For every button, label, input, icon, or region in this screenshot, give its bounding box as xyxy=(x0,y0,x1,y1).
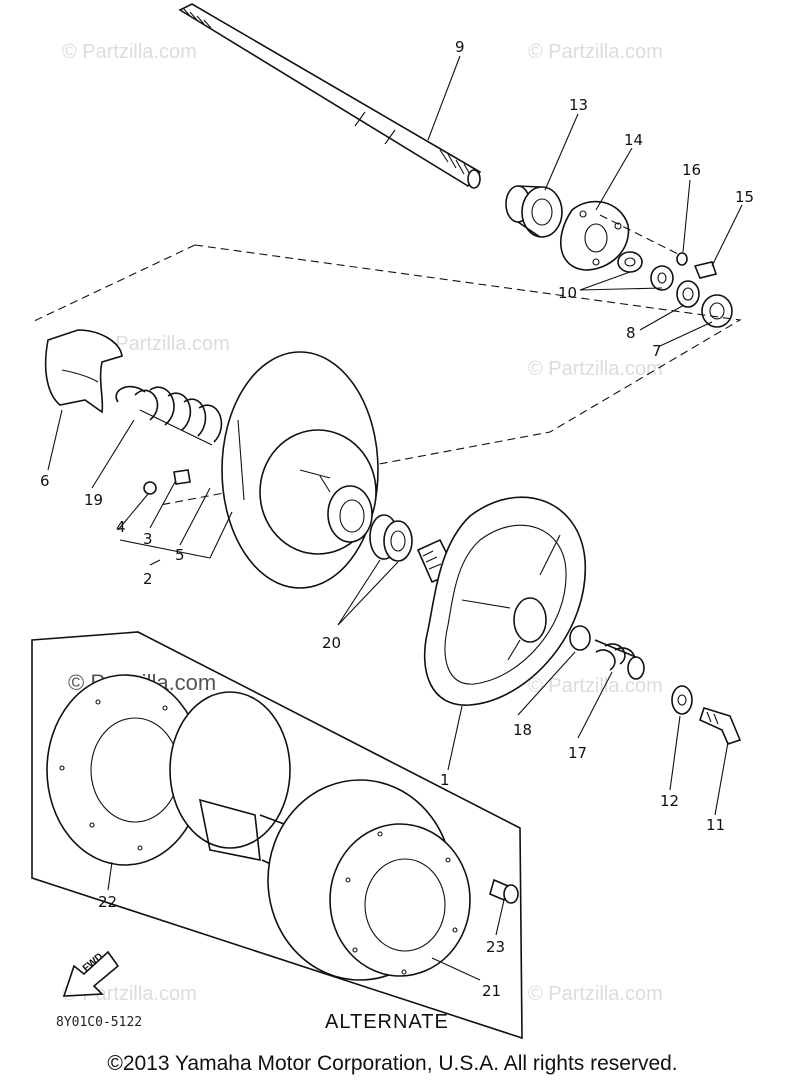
callout-14: 14 xyxy=(624,131,643,149)
callout-22: 22 xyxy=(98,893,117,911)
callout-18: 18 xyxy=(513,721,532,739)
leader-lines xyxy=(47,55,743,981)
alternate-box xyxy=(31,631,523,1040)
callout-23: 23 xyxy=(486,938,505,956)
watermark-text: © Partzilla.com xyxy=(528,983,663,1005)
bushing-parts xyxy=(569,625,645,680)
copyright-text: ©2013 Yamaha Motor Corporation, U.S.A. A… xyxy=(107,1052,678,1075)
bearing-part xyxy=(505,185,563,238)
disc-21-part xyxy=(267,779,471,981)
spider-part xyxy=(423,496,586,706)
bolt-parts xyxy=(671,685,742,745)
cam-part xyxy=(44,329,123,414)
watermark-text: © Partzilla.com xyxy=(528,675,663,697)
callout-8: 8 xyxy=(626,324,636,342)
callout-21: 21 xyxy=(482,982,501,1000)
callout-10: 10 xyxy=(558,284,577,302)
watermark-text: © Partzilla.com xyxy=(62,41,197,63)
hardware-parts xyxy=(617,251,733,328)
callout-13: 13 xyxy=(569,96,588,114)
alternate-label: ALTERNATE xyxy=(325,1011,449,1033)
callout-7: 7 xyxy=(652,342,662,360)
callout-1: 1 xyxy=(440,771,450,789)
weight-parts xyxy=(143,469,191,495)
spring-part xyxy=(115,385,223,446)
watermark-text: © Partzilla.com xyxy=(95,333,230,355)
hub-body-part xyxy=(169,691,306,882)
callout-6: 6 xyxy=(40,472,50,490)
callout-16: 16 xyxy=(682,161,701,179)
callout-4: 4 xyxy=(116,518,126,536)
callout-2: 2 xyxy=(143,570,153,588)
collar-parts xyxy=(369,514,413,562)
sheave-part xyxy=(221,351,379,589)
callout-15: 15 xyxy=(735,188,754,206)
shaft-part xyxy=(178,3,482,189)
screw-part xyxy=(489,878,519,904)
drawing-code: 8Y01C0-5122 xyxy=(56,1015,142,1030)
watermark-text: © Partzilla.com xyxy=(528,41,663,63)
callout-3: 3 xyxy=(143,530,153,548)
callout-12: 12 xyxy=(660,792,679,810)
callout-9: 9 xyxy=(455,38,465,56)
callouts: 9 13 14 16 15 10 8 7 6 19 4 3 5 2 20 18 … xyxy=(40,38,754,1000)
watermark-text: © Partzilla.com xyxy=(528,358,663,380)
callout-11: 11 xyxy=(706,816,725,834)
callout-19: 19 xyxy=(84,491,103,509)
callout-20: 20 xyxy=(322,634,341,652)
flange-plate-part xyxy=(559,200,630,271)
callout-17: 17 xyxy=(568,744,587,762)
callout-5: 5 xyxy=(175,546,185,564)
